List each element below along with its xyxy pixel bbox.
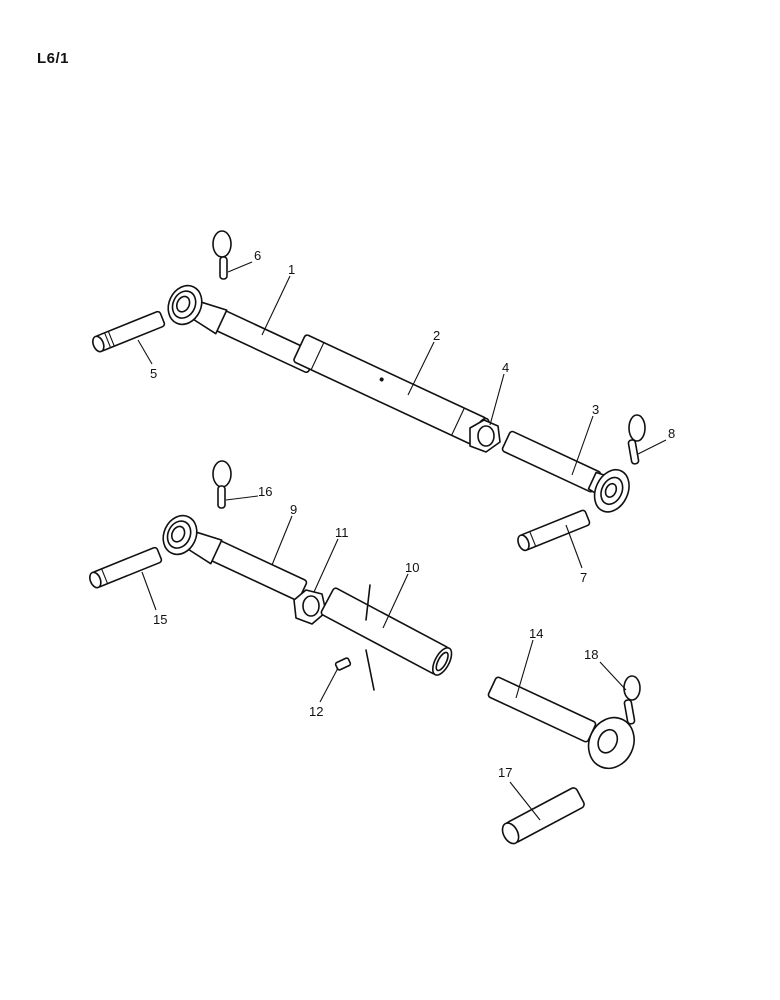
callout-5: 5 (150, 366, 157, 381)
callouts: 1 2 3 4 5 6 7 8 9 10 11 12 14 15 16 17 1… (150, 248, 675, 780)
part-17-pin (501, 787, 585, 845)
part-7-pin (517, 509, 591, 552)
page-reference: L6/1 (37, 50, 70, 67)
part-16-linch-pin (212, 460, 232, 509)
part-6-linch-pin (212, 230, 232, 280)
part-18-linch-pin (623, 675, 641, 725)
part-2-turnbuckle-body (293, 334, 490, 447)
callout-16: 16 (258, 484, 272, 499)
leader-lines (137, 261, 667, 821)
part-3-eye-end-rod (501, 430, 630, 513)
callout-9: 9 (290, 502, 297, 517)
part-4-lock-nut (469, 419, 501, 453)
part-5-pin (92, 310, 166, 353)
callout-18: 18 (584, 647, 598, 662)
part-10-turnbuckle-tube (320, 584, 453, 691)
callout-15: 15 (153, 612, 167, 627)
callout-2: 2 (433, 328, 440, 343)
callout-1: 1 (288, 262, 295, 277)
callout-6: 6 (254, 248, 261, 263)
callout-11: 11 (335, 525, 349, 540)
part-15-pin (89, 546, 163, 589)
callout-10: 10 (405, 560, 419, 575)
part-1-eye-end-rod (167, 284, 317, 374)
callout-17: 17 (498, 765, 512, 780)
part-14-eye-end-rod (487, 676, 635, 770)
callout-12: 12 (309, 704, 323, 719)
callout-3: 3 (592, 402, 599, 417)
part-8-linch-pin (627, 414, 646, 465)
callout-8: 8 (668, 426, 675, 441)
callout-7: 7 (580, 570, 587, 585)
part-11-lock-nut (293, 589, 327, 625)
callout-14: 14 (529, 626, 543, 641)
part-12-grease-nipple (334, 657, 352, 671)
part-9-eye-end-rod (162, 514, 308, 601)
callout-4: 4 (502, 360, 509, 375)
